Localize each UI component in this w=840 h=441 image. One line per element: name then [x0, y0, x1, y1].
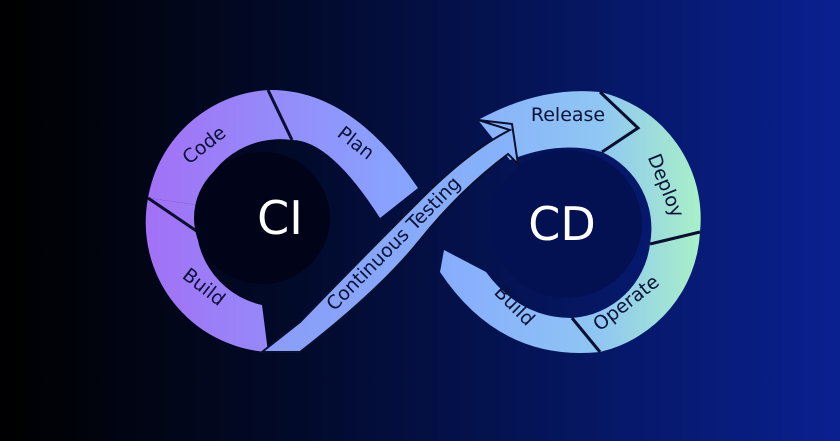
segment-plan: [268, 89, 418, 218]
segment-code: [148, 90, 292, 205]
segment-release: [478, 91, 638, 160]
ci-hole: [194, 152, 330, 284]
segment-deploy: [600, 92, 701, 244]
segment-operate: [572, 232, 700, 352]
ci-label: CI: [257, 191, 303, 245]
segment-continuous-testing: [259, 119, 520, 353]
segment-build-ci: [145, 198, 268, 352]
cd-hole: [490, 150, 642, 298]
ci-loop: [145, 89, 418, 352]
stage-label-release: Release: [531, 104, 605, 126]
cd-loop: [440, 90, 701, 353]
cd-label: CD: [528, 197, 596, 251]
segment-build-cd: [440, 250, 600, 353]
